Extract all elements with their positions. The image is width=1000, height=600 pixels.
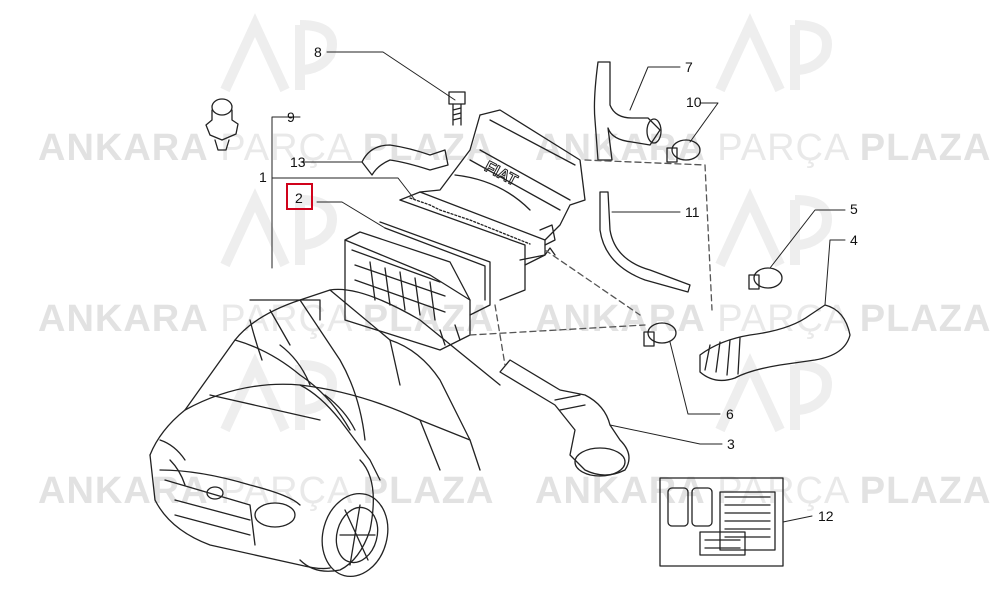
callout-6: 6 [726, 406, 734, 422]
duct-part-3 [499, 359, 630, 477]
callout-4: 4 [850, 232, 858, 248]
svg-text:FIAT: FIAT [482, 158, 521, 189]
callout-8: 8 [314, 44, 322, 60]
callout-3: 3 [727, 436, 735, 452]
callout-5: 5 [850, 201, 858, 217]
callout-7: 7 [685, 59, 693, 75]
hose-part-4 [699, 304, 851, 382]
hose-part-13 [361, 144, 449, 176]
callout-2: 2 [295, 190, 303, 206]
watermark-row-3b: ANKARA PARÇA PLAZA [535, 470, 992, 512]
callout-1: 1 [259, 169, 267, 185]
watermark-logos [220, 13, 832, 433]
leader-lines [271, 51, 846, 523]
fastener-part-9 [205, 98, 239, 151]
watermark-row-1: ANKARA PARÇA PLAZA [38, 127, 495, 169]
hose-part-7 [593, 61, 662, 161]
filter-kit-part-12 [659, 477, 784, 567]
watermark-row-1b: ANKARA PARÇA PLAZA [535, 127, 992, 169]
bolt-part-8 [448, 91, 466, 126]
callout-11: 11 [685, 204, 700, 220]
callout-10: 10 [686, 94, 702, 110]
car-drawing [149, 288, 501, 578]
callout-9: 9 [287, 109, 295, 125]
guide-lines [469, 159, 713, 366]
clamp-part-5 [748, 267, 783, 290]
callout-12: 12 [818, 508, 834, 524]
clamp-part-10 [666, 139, 701, 163]
callout-numbers: 1 2 3 4 5 6 7 8 9 10 11 12 13 [259, 44, 858, 524]
callout-13: 13 [290, 154, 306, 170]
clamp-part-6 [643, 322, 677, 347]
hose-part-11 [599, 191, 691, 293]
selected-callout-box[interactable] [286, 183, 313, 210]
